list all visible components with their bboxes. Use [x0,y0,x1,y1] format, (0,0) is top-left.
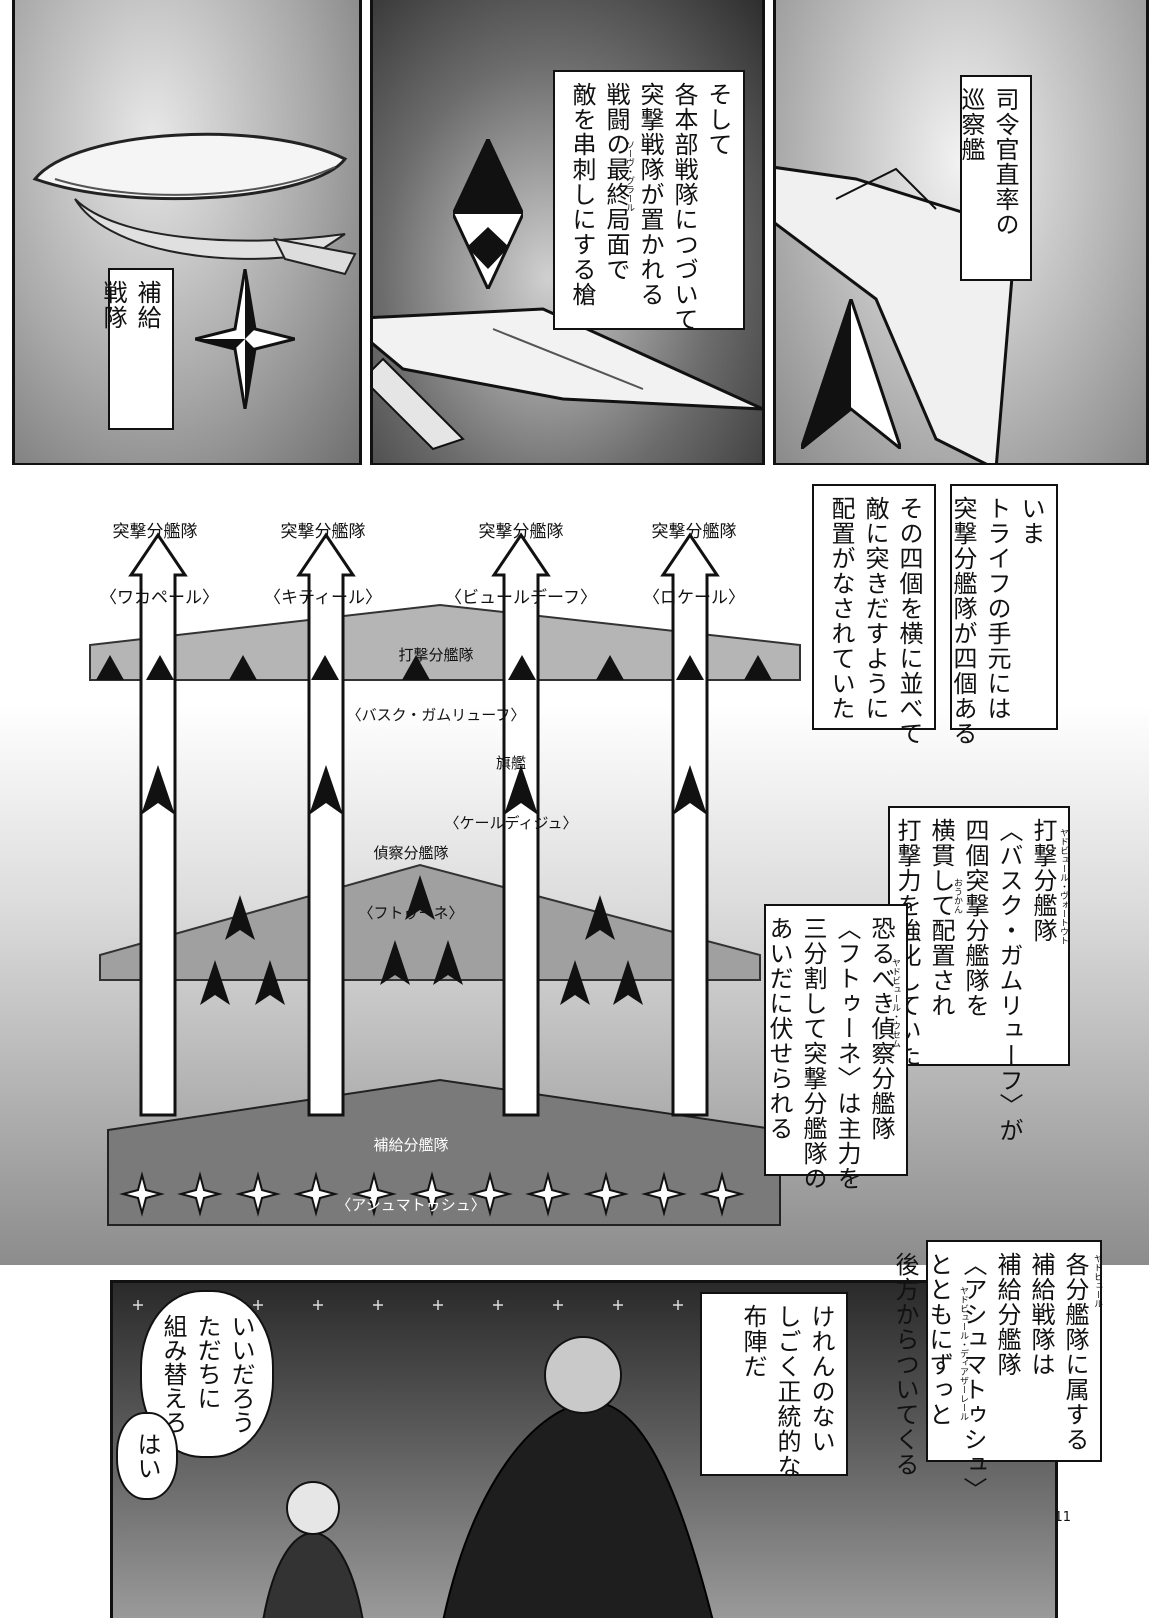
ruby-box5-1: ヤドビュール [1092,1254,1102,1308]
aide-figure [262,1531,364,1618]
assault-sub-3: 〈ビュールデーフ〉 [445,588,597,608]
ruby-spear: ソーヴ・グラール [624,140,634,212]
assault-sub-1: 〈ワカペール〉 [100,588,219,608]
recon-squadron-name: 偵察分艦隊 [373,844,449,862]
assault-sub-2: 〈キティール〉 [264,588,382,608]
ruby-box5-2: ヤドビュール・ディアザーレール [958,1286,968,1421]
assault-name-4: 突撃分艦隊 [651,522,737,542]
commander-figure [442,1401,714,1618]
flagship-markers [141,765,707,815]
caption-spear: そして 各本部戦隊につづいて 突撃戦隊が置かれる 戦闘の最終局面で 敵を串刺しに… [553,70,745,332]
recon-markers [200,875,643,1005]
strike-squadron-label: 打撃分艦隊 〈バスク・ガムリューフ〉 [326,605,546,765]
narration-box-1: いま トライフの手元には 突撃分艦隊が四個ある [949,484,1058,746]
assault-label-2: 突撃分艦隊 〈キティール〉 [258,477,388,653]
supply-fleet-art [32,132,357,276]
narration-box-4: 恐るべき偵察分艦隊 〈フトゥーネ〉は主力を 三分割して突撃分艦隊の あいだに伏せ… [764,904,908,1191]
flagship-sub: 〈ケールディジュ〉 [444,814,578,832]
assault-label-1: 突撃分艦隊 〈ワカペール〉 [100,477,219,653]
flagship-name: 旗艦 [495,754,526,772]
assault-name-1: 突撃分艦隊 [112,522,198,542]
narration-box-2: その四個を横に並べて 敵に突きだすように 配置がなされていた [812,484,936,746]
panel-supply-fleet [12,0,362,466]
page-number: 11 [1054,1510,1071,1525]
assault-name-3: 突撃分艦隊 [478,522,564,542]
panel-formation-diagram: 突撃分艦隊 〈ワカペール〉 突撃分艦隊 〈キティール〉 突撃分艦隊 〈ビュールデ… [0,465,1149,1265]
strike-squadron-band [89,603,801,681]
recon-squadron-band [99,863,761,981]
strike-ship-markers [96,655,772,680]
ruby-box4: ヤドビュール・ウセム [890,958,900,1048]
supply-squadron-band [107,1078,781,1226]
strike-squadron-name: 打撃分艦隊 [398,646,474,664]
strike-squadron-sub: 〈バスク・ガムリューフ〉 [346,706,526,724]
supply-squadron-sub: 〈アシュマトゥシュ〉 [336,1196,486,1214]
assault-name-2: 突撃分艦隊 [280,522,366,542]
narration-box-6: けれんのない しごく正統的な 布陣だ [700,1292,848,1479]
narration-box-5: 各分艦隊に属する 補給戦隊は 補給分艦隊 〈アシュマトゥシュ〉 とともにずっと … [891,1240,1102,1502]
formation-diagram [89,532,801,1226]
flagship-label: 旗艦 〈ケールディジュ〉 [426,713,596,873]
assault-sub-4: 〈ロケール〉 [643,588,745,608]
assault-label-4: 突撃分艦隊 〈ロケール〉 [634,477,754,653]
cruiser-art [776,166,1018,463]
ruby-box3-1: ヤドビュール・ヴォートウト [1058,828,1068,945]
narration-box-3: 打撃分艦隊 〈バスク・ガムリューフ〉が 四個突撃分艦隊を 横貫して配置され 打撃… [888,806,1070,1143]
bottom-scene-art [133,1300,743,1618]
caption-supply-fleet: 補給 戦隊 [99,268,174,430]
ruby-box3-2: おうかん [952,878,962,914]
spear-diamond-icon [453,139,523,289]
recon-squadron-sub: 〈フトゥーネ〉 [358,904,464,922]
arrow-marker-icon [801,299,901,449]
recon-squadron-label: 偵察分艦隊 〈フトゥーネ〉 [341,803,481,963]
caption-cruiser: 司令官直率の 巡察艦 [957,75,1032,281]
assault-ship-art [373,307,762,451]
assault-label-3: 突撃分艦隊 〈ビュールデーフ〉 [431,477,611,653]
aide-head [286,1481,340,1535]
supply-ship-markers [119,1171,745,1217]
diamond-star-icon [195,269,295,409]
speech-bubble-2: はい [116,1412,178,1500]
supply-squadron-name: 補給分艦隊 [373,1136,449,1154]
commander-head [544,1336,622,1414]
supply-squadron-label: 補給分艦隊 〈アシュマトゥシュ〉 [316,1095,506,1255]
